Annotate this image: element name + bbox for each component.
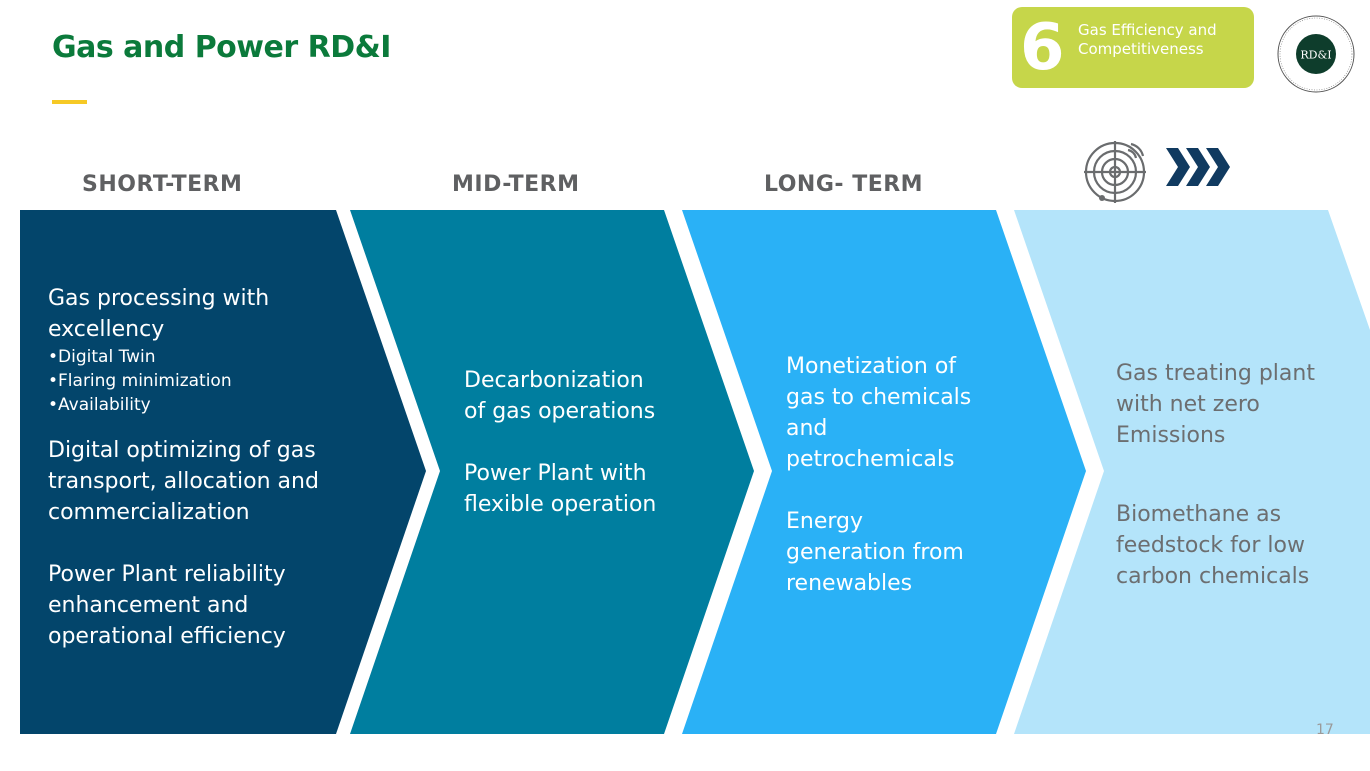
stage-mid-arrow: [350, 210, 754, 734]
short-term-label: SHORT-TERM: [82, 172, 243, 197]
short-bullet: •Digital Twin: [48, 347, 156, 367]
short-item-1: Gas processing with excellency: [48, 286, 270, 342]
short-item-2: Digital optimizing of gas transport, all…: [48, 438, 319, 525]
logo-text: RD&I: [1300, 49, 1331, 62]
long-item-2: Energy generation from renewables: [786, 509, 964, 596]
short-item-3: Power Plant reliability enhancement and …: [48, 562, 286, 649]
stage-short-arrow: [20, 210, 426, 734]
stage-long-arrow: [682, 210, 1086, 734]
short-bullet: •Availability: [48, 395, 151, 415]
stage-short-content: Gas processing with excellency •Digital …: [48, 283, 343, 652]
short-bullet-list: •Digital Twin •Flaring minimization •Ava…: [48, 345, 343, 417]
stage-long-content: Monetization of gas to chemicals and pet…: [786, 351, 986, 599]
triple-chevron-right-icon: [1166, 148, 1230, 186]
long-term-label: LONG- TERM: [764, 172, 924, 197]
section-number: 6: [1020, 11, 1065, 85]
rdi-logo: RD&I: [1277, 15, 1355, 93]
target-radar-icon: [1084, 141, 1146, 203]
long-item-1: Monetization of gas to chemicals and pet…: [786, 354, 972, 472]
stage-mid-content: Decarbonization of gas operations Power …: [464, 365, 664, 520]
stage-future-arrow: [1014, 210, 1370, 734]
mid-term-label: MID-TERM: [452, 172, 580, 197]
section-badge: 6 Gas Efficiency and Competitiveness: [1012, 7, 1254, 88]
mid-item-2: Power Plant with flexible operation: [464, 461, 657, 517]
page-title: Gas and Power RD&I: [52, 30, 391, 65]
future-item-1: Gas treating plant with net zero Emissio…: [1116, 361, 1315, 448]
page-number: 17: [1316, 722, 1334, 738]
future-item-2: Biomethane as feedstock for low carbon c…: [1116, 502, 1310, 589]
short-bullet: •Flaring minimization: [48, 371, 232, 391]
title-underline: [52, 100, 87, 104]
section-title: Gas Efficiency and Competitiveness: [1078, 21, 1217, 58]
stage-future-content: Gas treating plant with net zero Emissio…: [1116, 358, 1326, 592]
mid-item-1: Decarbonization of gas operations: [464, 368, 656, 424]
